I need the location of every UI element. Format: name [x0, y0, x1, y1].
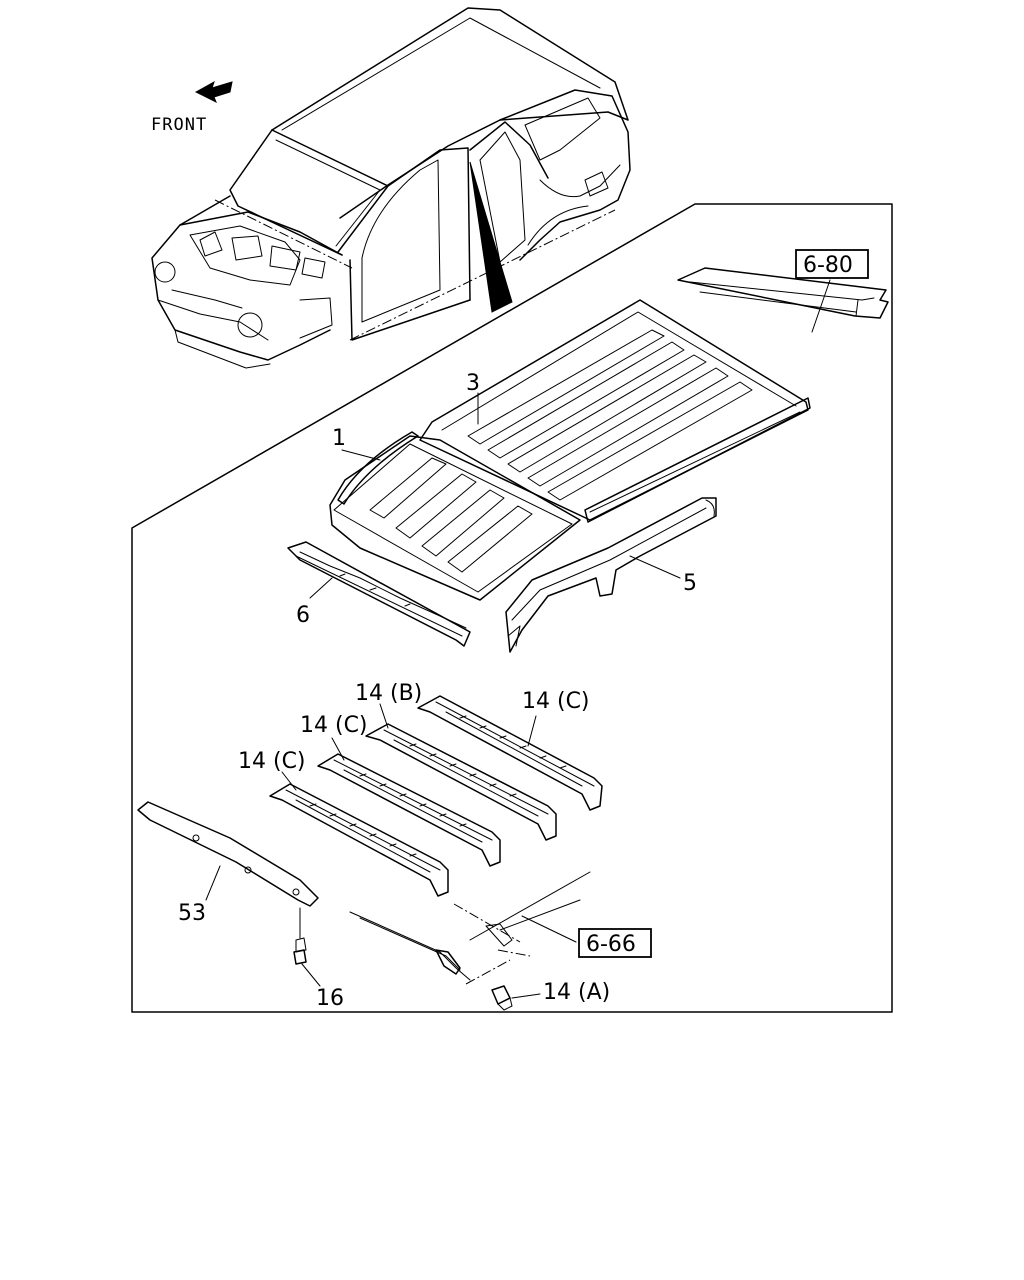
label-clip-a: 14 (A) [543, 980, 610, 1005]
label-roof-panel-front: 1 [332, 426, 346, 451]
front-header-bar [287, 541, 471, 647]
detail-frame [131, 203, 893, 1013]
roof-bow-c2 [317, 753, 501, 867]
label-side-rail: 5 [683, 571, 697, 596]
label-reinforcement: 53 [178, 901, 206, 926]
roof-bow-b [365, 723, 557, 841]
front-label: FRONT [151, 115, 207, 135]
label-bow-c2: 14 (C) [300, 713, 368, 738]
ref-label-6-80: 6-80 [803, 253, 853, 278]
wiring-harness [349, 871, 591, 1011]
screw-fastener [293, 907, 307, 965]
leader-lines [205, 279, 831, 999]
front-arrow-icon [194, 80, 233, 104]
vehicle-body-illustration [151, 7, 631, 369]
reference-box-6-80[interactable]: 6-80 [795, 249, 869, 279]
front-direction-indicator: FRONT [151, 80, 233, 135]
label-roof-panel-rear: 3 [466, 371, 480, 396]
label-bow-c1: 14 (C) [238, 749, 306, 774]
roof-panel-front [329, 431, 581, 601]
roof-reinforcement [137, 801, 319, 907]
reference-box-6-66[interactable]: 6-66 [578, 928, 652, 958]
roof-bow-c1 [269, 783, 449, 897]
label-screw: 16 [316, 986, 344, 1011]
label-bow-c3: 14 (C) [522, 689, 590, 714]
label-bow-b: 14 (B) [355, 681, 422, 706]
side-rail [505, 497, 717, 653]
label-front-header: 6 [296, 603, 310, 628]
roof-panel-rear [419, 299, 811, 523]
rear-header-bar [677, 267, 889, 319]
ref-label-6-66: 6-66 [586, 932, 636, 957]
roof-bow-c3 [417, 695, 603, 811]
